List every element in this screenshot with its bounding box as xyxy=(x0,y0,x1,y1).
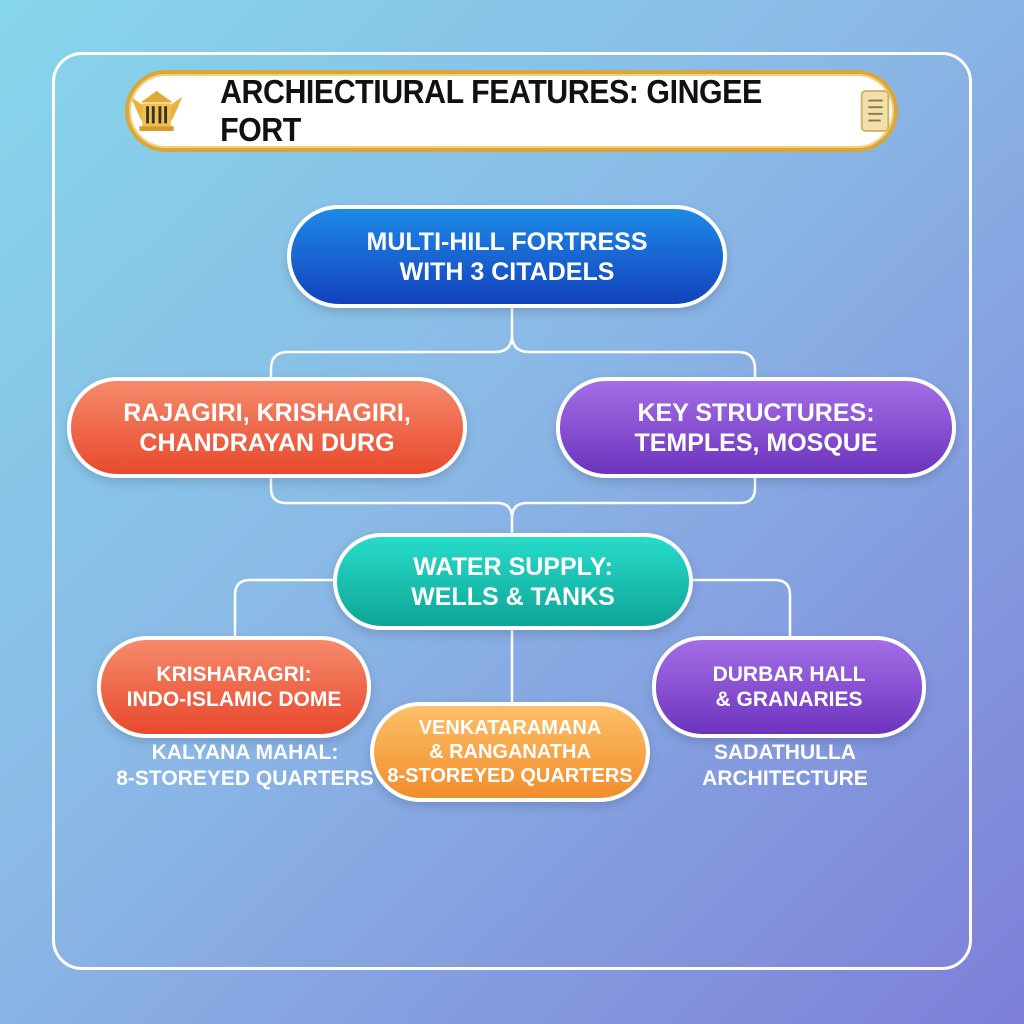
connector-water-children xyxy=(233,578,792,702)
node-root-label: MULTI-HILL FORTRESS WITH 3 CITADELS xyxy=(366,227,648,286)
node-water-label: WATER SUPPLY: WELLS & TANKS xyxy=(411,552,615,611)
node-citadels-label: RAJAGIRI, KRISHAGIRI, CHANDRAYAN DURG xyxy=(123,398,411,457)
page-title: ARCHIECTIURAL FEATURES: GINGEE FORT xyxy=(220,73,762,148)
node-krisharagri-label: KRISHARAGRI: INDO-ISLAMIC DOME xyxy=(126,662,342,711)
node-structures: KEY STRUCTURES: TEMPLES, MOSQUE xyxy=(556,377,956,478)
node-krisharagri: KRISHARAGRI: INDO-ISLAMIC DOME xyxy=(97,636,371,738)
node-water: WATER SUPPLY: WELLS & TANKS xyxy=(333,533,693,630)
title-banner: ARCHIECTIURAL FEATURES: GINGEE FORT xyxy=(125,70,898,152)
node-root: MULTI-HILL FORTRESS WITH 3 CITADELS xyxy=(287,205,727,308)
connector-root-branches xyxy=(269,308,757,377)
node-structures-label: KEY STRUCTURES: TEMPLES, MOSQUE xyxy=(634,398,878,457)
caption-kalyana: KALYANA MAHAL: 8-STOREYED QUARTERS xyxy=(116,741,374,791)
node-venkataramana-label: VENKATARAMANA & RANGANATHA 8-STOREYED QU… xyxy=(387,717,633,787)
caption-sadathulla: SADATHULLA ARCHITECTURE xyxy=(702,741,868,791)
node-durbar-label: DURBAR HALL & GRANARIES xyxy=(712,662,866,711)
scroll-icon xyxy=(860,90,890,132)
temple-icon xyxy=(130,91,183,131)
node-venkataramana: VENKATARAMANA & RANGANATHA 8-STOREYED QU… xyxy=(370,702,650,802)
node-citadels: RAJAGIRI, KRISHAGIRI, CHANDRAYAN DURG xyxy=(67,377,467,478)
outer-frame xyxy=(52,52,972,970)
node-durbar: DURBAR HALL & GRANARIES xyxy=(652,636,926,738)
connector-branches-water xyxy=(269,478,757,533)
